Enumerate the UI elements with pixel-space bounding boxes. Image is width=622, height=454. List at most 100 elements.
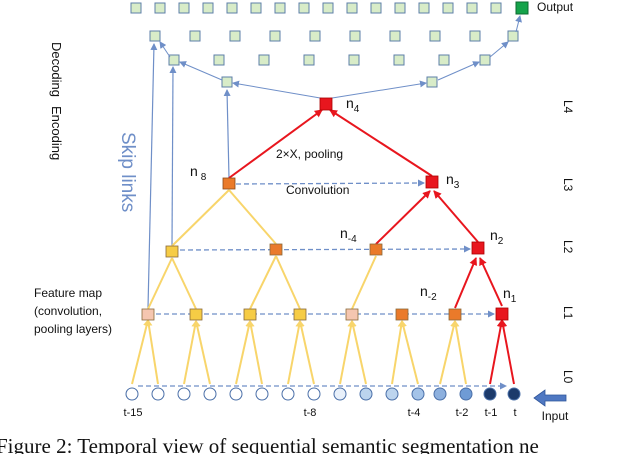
input-node	[433, 387, 447, 401]
feature-map-label-line3: pooling layers)	[34, 322, 112, 336]
level-label-l0: L0	[561, 370, 575, 384]
input-label: Input	[542, 409, 569, 423]
node-n1	[495, 307, 509, 321]
node-label-n-4: n-4	[340, 225, 357, 245]
feature-node	[345, 308, 359, 321]
decoder-node	[322, 2, 334, 14]
decoder-node	[429, 30, 441, 42]
input-node	[483, 387, 497, 401]
node-label-n2: n2	[490, 227, 504, 247]
input-arrow-icon	[533, 389, 567, 407]
input-node	[229, 387, 243, 401]
time-label: t-4	[408, 407, 421, 419]
decoder-node	[348, 54, 360, 66]
decoder-node	[229, 30, 241, 42]
input-node	[411, 387, 425, 401]
decoder-row-3	[168, 54, 491, 66]
decoder-arrows	[159, 15, 522, 100]
time-label: t-15	[124, 407, 143, 419]
decoder-node	[130, 2, 142, 14]
feature-node	[395, 308, 409, 321]
decoder-node	[149, 30, 161, 42]
output-label: Output	[537, 0, 574, 14]
time-label: t-8	[304, 407, 317, 419]
node-n-4	[369, 243, 383, 256]
decoder-node	[507, 30, 519, 42]
feature-node	[189, 308, 203, 321]
decoder-node	[178, 2, 190, 14]
decoder-node	[202, 2, 214, 14]
feature-node	[293, 308, 307, 321]
level-2-nodes	[165, 241, 485, 258]
decoder-node	[303, 54, 315, 66]
time-label: t-1	[485, 407, 498, 419]
input-node	[255, 387, 269, 401]
decoder-node	[154, 2, 166, 14]
red-edges	[228, 109, 515, 385]
node-label-n1: n1	[503, 285, 517, 305]
output-node	[515, 1, 529, 15]
skip-link-arrows	[147, 43, 231, 309]
decoder-node	[426, 76, 438, 88]
level-label-l4: L4	[561, 100, 575, 114]
decoder-top-row	[130, 2, 502, 14]
input-node	[281, 387, 295, 401]
node-n2	[471, 241, 485, 255]
decoder-node	[258, 54, 270, 66]
decoder-node	[221, 76, 233, 88]
decoder-node	[250, 2, 262, 14]
decoder-row-2	[149, 30, 519, 42]
decoder-node	[393, 54, 405, 66]
dashed-arrows	[138, 179, 507, 390]
level-label-l1: L1	[561, 306, 575, 320]
feature-node	[141, 308, 155, 321]
input-node	[125, 387, 139, 401]
decoder-row-4	[221, 76, 438, 88]
decoder-node	[418, 2, 430, 14]
decoder-node	[479, 54, 491, 66]
time-label: t-2	[456, 407, 469, 419]
skip-links-label: Skip links	[117, 132, 138, 212]
input-node	[459, 387, 473, 401]
level-label-l2: L2	[561, 240, 575, 254]
decoder-node	[189, 30, 201, 42]
feature-node	[448, 308, 462, 321]
decoder-node	[469, 30, 481, 42]
decoder-node	[490, 2, 502, 14]
input-node	[507, 387, 521, 401]
feature-node	[243, 308, 257, 321]
decoding-label: Decoding	[49, 42, 64, 97]
convolution-label: Convolution	[286, 183, 349, 197]
decoder-node	[370, 2, 382, 14]
decoder-node	[438, 54, 450, 66]
feature-node	[165, 245, 179, 258]
decoder-node	[168, 54, 180, 66]
node-n3	[425, 175, 439, 189]
yellow-edges	[131, 189, 467, 385]
decoder-node	[389, 30, 401, 42]
figure-caption: Figure 2: Temporal view of sequential se…	[0, 434, 539, 454]
decoder-node	[213, 54, 225, 66]
node-n8	[222, 177, 236, 190]
decoder-node	[274, 2, 286, 14]
node-label-n-2: n-2	[420, 283, 437, 303]
decoder-node	[309, 30, 321, 42]
pooling-label: 2×X, pooling	[276, 147, 343, 161]
time-label: t	[513, 407, 516, 419]
input-node	[203, 387, 217, 401]
decoder-node	[226, 2, 238, 14]
feature-node	[269, 243, 283, 256]
level-1-nodes	[141, 307, 509, 321]
decoder-node	[394, 2, 406, 14]
decoder-node	[466, 2, 478, 14]
input-node	[177, 387, 191, 401]
input-node	[307, 387, 321, 401]
decoder-node	[269, 30, 281, 42]
decoder-node	[442, 2, 454, 14]
feature-map-label: Feature map	[34, 286, 102, 300]
level-label-l3: L3	[561, 178, 575, 192]
decoder-node	[349, 30, 361, 42]
input-node	[151, 387, 165, 401]
